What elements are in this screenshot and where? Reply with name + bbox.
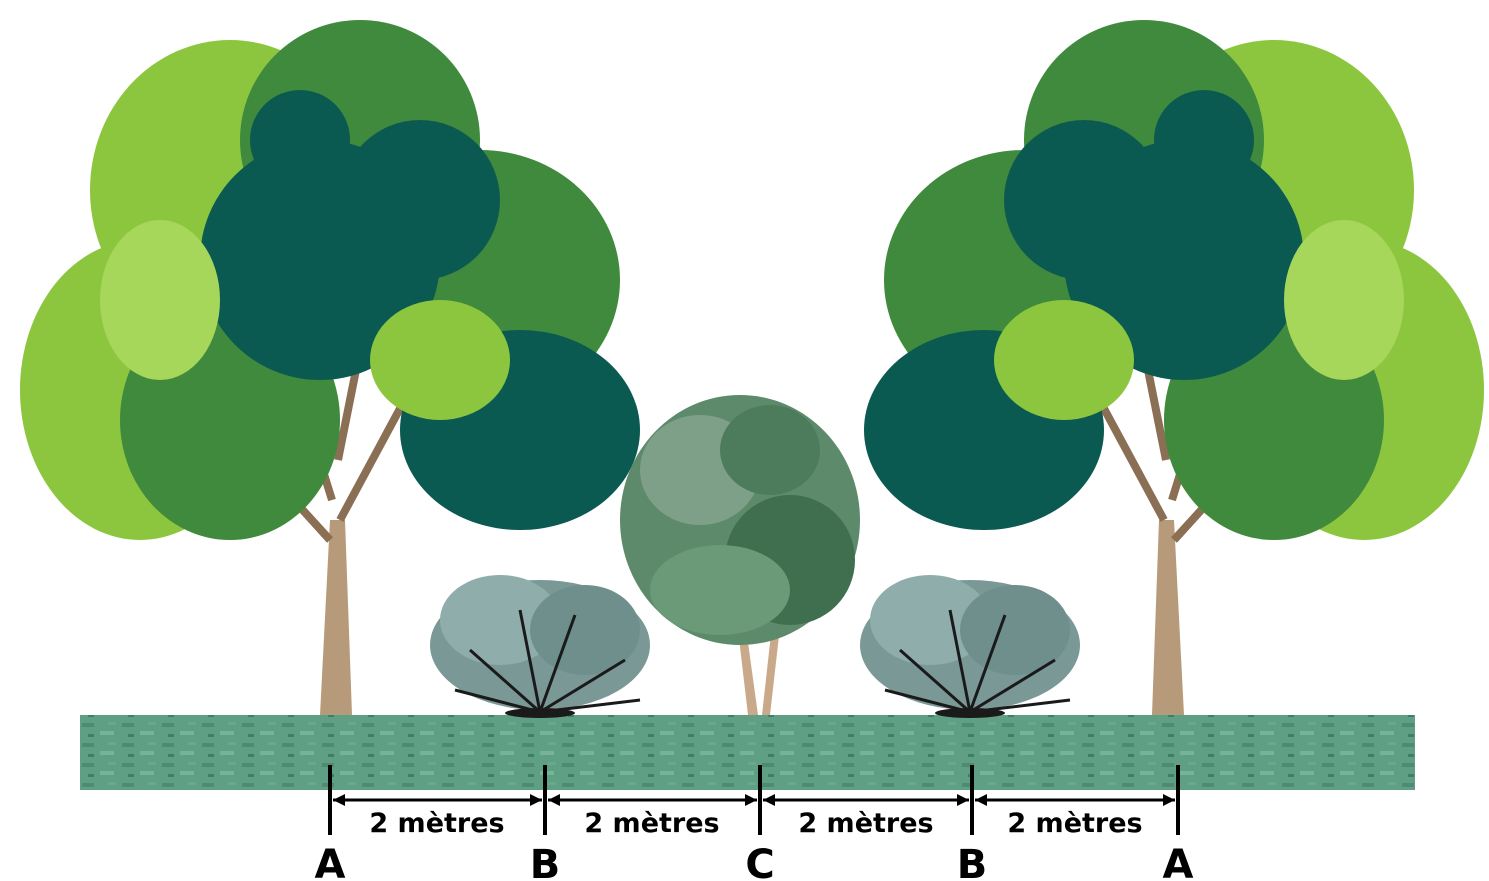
position-label-a: A xyxy=(315,842,346,881)
shrub-left xyxy=(430,575,650,718)
spacing-label: 2 mètres xyxy=(798,808,933,839)
spacing-label: 2 mètres xyxy=(584,808,719,839)
position-label-b: B xyxy=(530,842,561,881)
dimension-arrow-4 xyxy=(975,794,1175,806)
dimension-arrow-3 xyxy=(763,794,969,806)
shrub-right xyxy=(860,575,1080,718)
position-label-b: B xyxy=(957,842,988,881)
spacing-label: 2 mètres xyxy=(1007,808,1142,839)
dimension-arrow-2 xyxy=(548,794,757,806)
spacing-label: 2 mètres xyxy=(369,808,504,839)
dimension-arrow-1 xyxy=(333,794,542,806)
position-label-c: C xyxy=(745,842,774,881)
small-tree-center xyxy=(620,395,860,715)
position-label-a: A xyxy=(1163,842,1194,881)
ground-strip xyxy=(80,715,1415,790)
